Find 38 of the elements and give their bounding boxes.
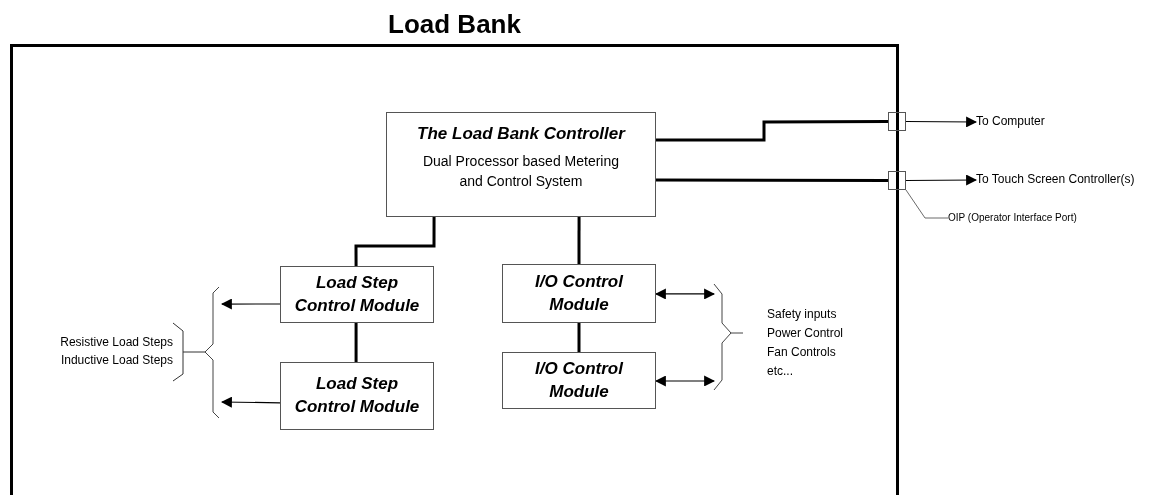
bracket xyxy=(205,287,222,418)
arrow xyxy=(220,396,281,408)
list-item-text: Power Control xyxy=(767,325,844,342)
list-item-text: Inductive Load Steps xyxy=(60,352,173,369)
arrow xyxy=(220,298,281,310)
connector-line xyxy=(656,178,888,182)
port-box xyxy=(888,171,906,190)
module-box xyxy=(502,352,656,409)
frame-title: Load Bank xyxy=(387,9,522,40)
list-item-text: Resistive Load Steps xyxy=(60,334,173,351)
connector-line xyxy=(354,217,436,266)
controller-box xyxy=(386,112,656,217)
connector-line xyxy=(577,323,581,352)
connector-line xyxy=(577,217,581,264)
box-title: I/O Control Module xyxy=(534,270,625,316)
module-box xyxy=(502,264,656,323)
box-title: I/O Control Module xyxy=(534,357,625,403)
arrow xyxy=(654,288,716,300)
module-box xyxy=(280,362,434,430)
connector-line xyxy=(656,120,888,142)
callout-text: OIP (Operator Interface Port) xyxy=(948,211,1077,225)
box-description: Dual Processor based Metering and Control System xyxy=(421,151,621,191)
list-item-text: Fan Controls xyxy=(767,344,836,361)
box-title: Load Step Control Module xyxy=(293,271,421,317)
bracket xyxy=(714,284,744,390)
list-item-text: Safety inputs xyxy=(767,306,837,323)
arrow xyxy=(905,116,978,128)
module-box xyxy=(280,266,434,323)
list-item-text: etc... xyxy=(767,363,793,380)
destination-label: To Computer xyxy=(976,113,1045,130)
box-title: Load Step Control Module xyxy=(293,373,421,418)
destination-label: To Touch Screen Controller(s) xyxy=(976,171,1135,188)
box-title: The Load Bank Controller xyxy=(417,123,625,145)
arrow xyxy=(905,174,978,186)
port-box xyxy=(888,112,906,131)
arrow xyxy=(654,375,716,387)
leader-line xyxy=(905,189,949,219)
connector-line xyxy=(354,323,358,362)
